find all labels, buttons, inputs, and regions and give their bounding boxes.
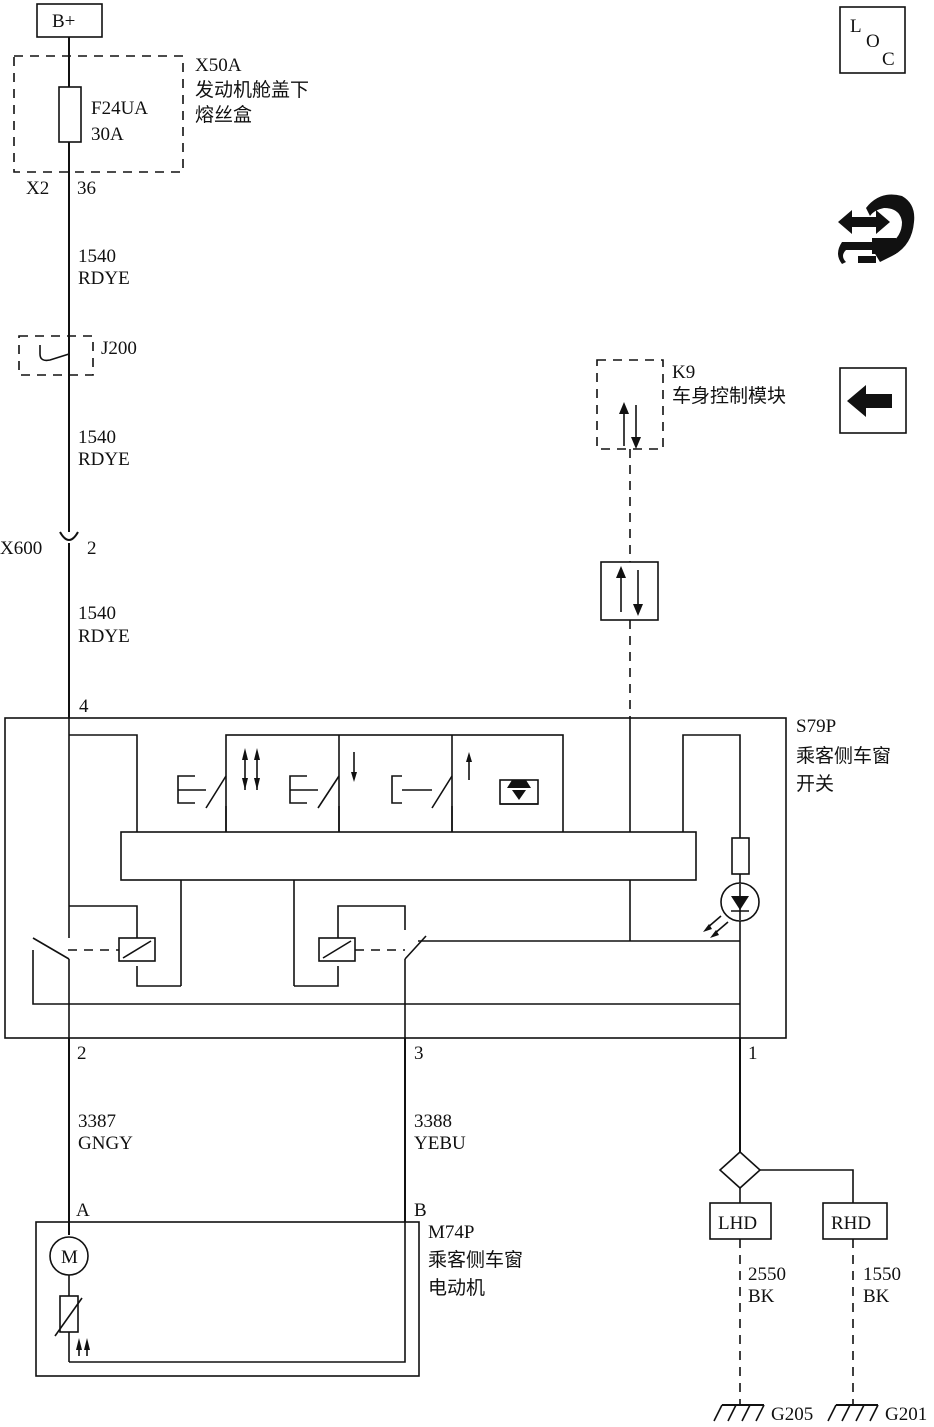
switch-id: S79P <box>796 716 836 737</box>
switch-pin-a: 2 <box>77 1043 87 1064</box>
switch-contact-auto-up-down <box>177 748 260 832</box>
wire-3-color: RDYE <box>78 626 130 647</box>
switch-contact-up <box>391 752 472 832</box>
splice-id: J200 <box>101 338 137 359</box>
wire-2-color: RDYE <box>78 449 130 470</box>
fuse-id: F24UA <box>91 98 148 119</box>
arrows-and-wrench-icon[interactable] <box>838 194 915 265</box>
switch-pin-b: 3 <box>414 1043 424 1064</box>
wire-5-circuit: 3388 <box>414 1111 452 1132</box>
window-switch: 4 S79P 乘客侧车窗 开关 <box>4 696 891 1064</box>
fuse-box: F24UA 30A X50A 发动机舱盖下 熔丝盒 X2 36 <box>13 55 309 199</box>
wire-2-circuit: 1540 <box>78 427 116 448</box>
lhd-branch: LHD 2550 BK G205 <box>709 1202 813 1425</box>
rhd-label: RHD <box>831 1213 871 1234</box>
lhd-ground: G205 <box>771 1404 813 1425</box>
ground-branch <box>718 1038 854 1203</box>
wire-4-circuit: 3387 <box>78 1111 116 1132</box>
switch-pin-ground: 1 <box>748 1043 758 1064</box>
rhd-circuit: 1550 <box>863 1264 901 1285</box>
motor-symbol: M <box>61 1247 78 1268</box>
fuse-box-name-line2: 熔丝盒 <box>195 104 252 126</box>
rhd-ground: G201 <box>885 1404 927 1425</box>
fuse-rating: 30A <box>91 124 124 145</box>
motor-pin-b: B <box>414 1200 427 1221</box>
lhd-circuit: 2550 <box>748 1264 786 1285</box>
switch-contact-down <box>289 752 357 832</box>
fuse-box-pin: 36 <box>77 178 96 199</box>
bcm-name: 车身控制模块 <box>672 385 786 407</box>
lhd-color: BK <box>748 1286 775 1307</box>
motor-name-line1: 乘客侧车窗 <box>428 1249 523 1271</box>
motor-id: M74P <box>428 1222 474 1243</box>
fuse-box-name-line1: 发动机舱盖下 <box>195 79 309 101</box>
loc-letter-l: L <box>850 16 862 37</box>
motor-pin-a: A <box>76 1200 90 1221</box>
wire-3-circuit: 1540 <box>78 603 116 624</box>
wire-1-color: RDYE <box>78 268 130 289</box>
loc-icon[interactable]: L O C <box>839 6 906 74</box>
fuse-box-id: X50A <box>195 55 242 76</box>
lhd-label: LHD <box>718 1213 757 1234</box>
window-express-icon <box>499 779 539 805</box>
splice-pack: J200 <box>18 335 137 376</box>
left-arrow-icon[interactable] <box>839 367 907 434</box>
loc-letter-o: O <box>866 31 880 52</box>
inline-connector: X600 2 <box>0 531 97 559</box>
rhd-color: BK <box>863 1286 890 1307</box>
rhd-branch: RHD 1550 BK G201 <box>822 1202 927 1425</box>
switch-name-line2: 开关 <box>796 773 834 795</box>
switch-name-line1: 乘客侧车窗 <box>796 745 891 767</box>
switch-pin-power: 4 <box>79 696 89 717</box>
loc-letter-c: C <box>882 49 895 70</box>
window-motor: A B M74P 乘客侧车窗 电动机 M <box>35 1200 523 1377</box>
inline-connector-pin: 2 <box>87 538 97 559</box>
bcm-id: K9 <box>672 362 695 383</box>
serial-data-symbol <box>600 561 659 621</box>
motor-name-line2: 电动机 <box>428 1277 485 1299</box>
power-label: B+ <box>52 11 75 32</box>
fuse-box-connector: X2 <box>26 178 49 199</box>
body-control-module: K9 车身控制模块 <box>596 359 786 450</box>
inline-connector-id: X600 <box>0 538 42 559</box>
wire-1-circuit: 1540 <box>78 246 116 267</box>
power-source: B+ <box>36 3 103 58</box>
wire-4-color: GNGY <box>78 1133 133 1154</box>
wire-5-color: YEBU <box>414 1133 466 1154</box>
